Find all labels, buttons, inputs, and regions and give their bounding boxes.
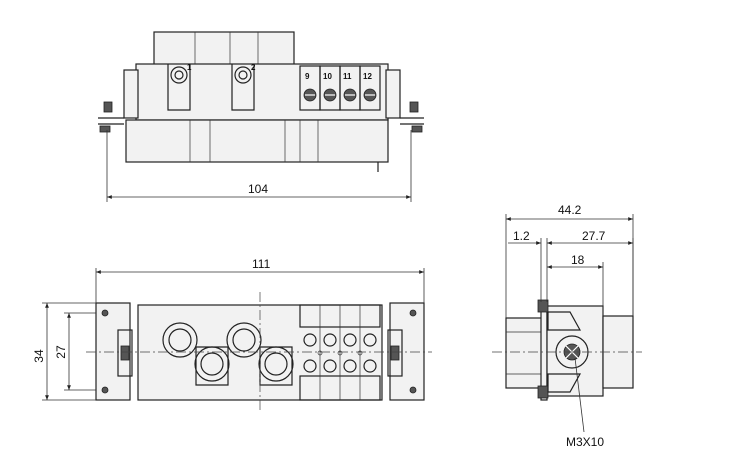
front-outer-height-label: 34 [32, 349, 46, 363]
front-view: 111 34 27 [32, 257, 432, 412]
pin-label-9: 9 [305, 72, 310, 81]
pin-label-12: 12 [363, 72, 372, 81]
top-terminal-block [299, 65, 381, 111]
pin-2-contact [234, 66, 252, 84]
side-offset-label: 1.2 [513, 229, 530, 243]
top-left-screw-icon [98, 101, 124, 133]
screw-label: M3X10 [566, 435, 604, 449]
pin-label-1: 1 [187, 63, 192, 72]
pin-1-contact [170, 66, 188, 84]
pin-label-10: 10 [323, 72, 332, 81]
top-housing-upper [153, 31, 295, 68]
pin-label-2: 2 [251, 63, 256, 72]
top-right-flange [385, 69, 401, 119]
front-small-contacts [299, 304, 381, 401]
side-depth-label: 27.7 [582, 229, 606, 243]
front-inner-height-label: 27 [54, 345, 68, 359]
pin-label-11: 11 [343, 72, 352, 81]
top-right-screw-icon [400, 101, 424, 133]
side-overall-label: 44.2 [558, 203, 582, 217]
side-flange-plate [540, 301, 548, 401]
screw-leader [574, 357, 585, 433]
top-left-flange [123, 69, 139, 119]
side-view: M3X10 44.2 1.2 27.7 18 [492, 203, 642, 449]
top-view: 1 2 9 10 11 12 104 [98, 31, 424, 202]
top-width-label: 104 [248, 182, 268, 196]
front-width-label: 111 [252, 257, 271, 271]
top-housing-lower [125, 119, 389, 163]
side-inner-label: 18 [571, 253, 585, 267]
